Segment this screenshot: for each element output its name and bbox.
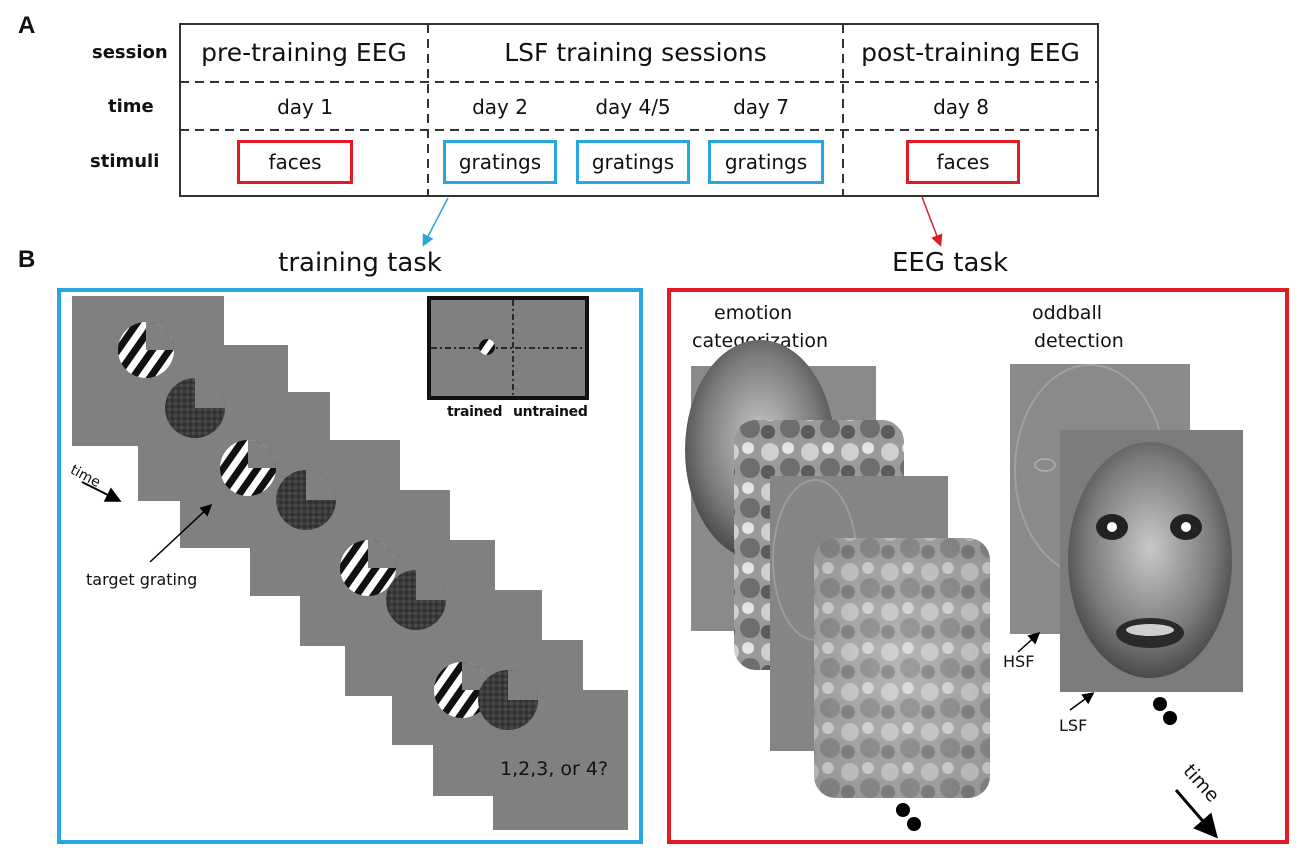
training-task-frame bbox=[57, 288, 643, 844]
stimulus-gratings-day7: gratings bbox=[708, 140, 824, 184]
row-label-time: time bbox=[108, 96, 154, 117]
hsf-arrow bbox=[1017, 631, 1041, 653]
stimulus-gratings-day45: gratings bbox=[576, 140, 690, 184]
session-lsf-training: LSF training sessions bbox=[504, 38, 767, 67]
oddball-label-line2: detection bbox=[1034, 330, 1124, 352]
eeg-task-title: EEG task bbox=[892, 248, 1008, 278]
time-day-1: day 1 bbox=[277, 95, 333, 119]
eeg-time-arrow bbox=[1174, 789, 1218, 839]
target-arrow bbox=[149, 503, 213, 563]
oddball-dot-1 bbox=[1153, 697, 1167, 711]
time-day-8: day 8 bbox=[933, 95, 989, 119]
time-day-7: day 7 bbox=[733, 95, 789, 119]
stimulus-faces-post: faces bbox=[906, 140, 1020, 184]
stimulus-gratings-day2: gratings bbox=[443, 140, 557, 184]
arrow-to-eeg bbox=[921, 196, 943, 247]
oddball-label-line1: oddball bbox=[1032, 302, 1103, 324]
lsf-arrow bbox=[1069, 692, 1095, 711]
inset-trained-label: trained bbox=[447, 404, 503, 420]
training-task-title: training task bbox=[278, 248, 442, 278]
response-question: 1,2,3, or 4? bbox=[500, 758, 609, 780]
emotion-label-line1: emotion bbox=[714, 302, 793, 324]
emotion-dot-2 bbox=[907, 817, 921, 831]
lsf-label: LSF bbox=[1059, 716, 1088, 735]
oddball-dot-2 bbox=[1163, 711, 1177, 725]
arrow-to-training bbox=[422, 197, 449, 247]
time-day-2: day 2 bbox=[472, 95, 528, 119]
panel-b-letter: B bbox=[18, 246, 36, 273]
session-post-training: post-training EEG bbox=[861, 38, 1080, 67]
hsf-label: HSF bbox=[1003, 652, 1035, 671]
eeg-task-frame bbox=[667, 288, 1289, 844]
row-label-stimuli: stimuli bbox=[90, 151, 160, 172]
session-pre-training: pre-training EEG bbox=[201, 38, 407, 67]
inset-untrained-label: untrained bbox=[513, 404, 588, 420]
emotion-dot-1 bbox=[896, 803, 910, 817]
panel-a-letter: A bbox=[18, 12, 36, 39]
time-arrow bbox=[81, 481, 122, 502]
stimulus-faces-pre: faces bbox=[237, 140, 353, 184]
target-grating-label: target grating bbox=[86, 570, 198, 589]
row-label-session: session bbox=[92, 42, 168, 63]
time-day-4-5: day 4/5 bbox=[595, 95, 671, 119]
